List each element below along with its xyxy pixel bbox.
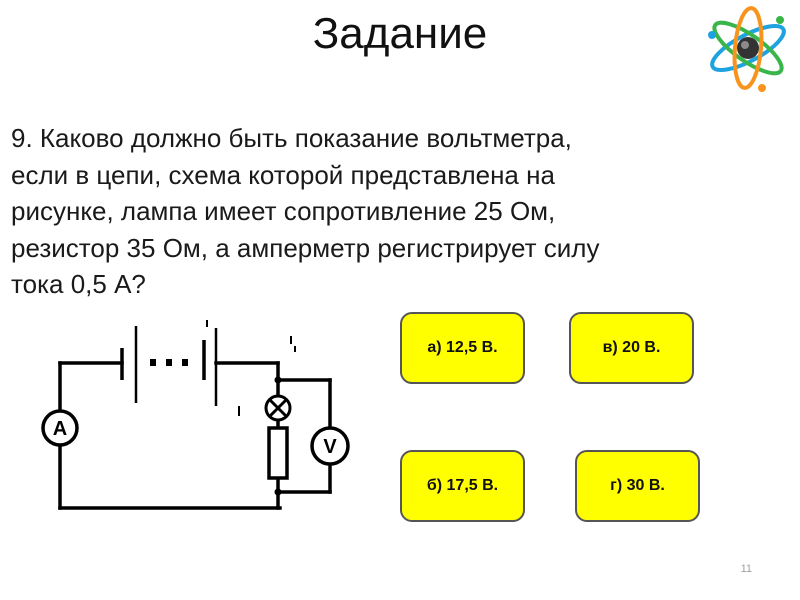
question-line: резистор 35 Ом, а амперметр регистрирует…	[11, 232, 600, 263]
svg-text:V: V	[323, 436, 337, 458]
voltmeter-icon: V	[310, 426, 350, 466]
question-text: 9. Каково должно быть показание вольтмет…	[11, 120, 751, 303]
answer-a-button[interactable]: а) 12,5 В.	[400, 312, 525, 384]
question-line: если в цепи, схема которой представлена …	[11, 159, 555, 190]
page-title: Задание	[312, 9, 488, 58]
ammeter-icon: A	[41, 409, 79, 447]
resistor-icon	[267, 426, 289, 480]
circuit-diagram: A V	[41, 320, 350, 510]
battery-icon	[120, 326, 218, 406]
page-number: 11	[740, 563, 752, 575]
lamp-icon	[264, 394, 292, 422]
answer-v-button[interactable]: в) 20 В.	[569, 312, 694, 384]
svg-text:A: A	[53, 418, 67, 440]
question-line: 9. Каково должно быть показание вольтмет…	[11, 123, 572, 153]
question-line: тока 0,5 А?	[11, 269, 146, 299]
answer-g-button[interactable]: г) 30 В.	[575, 450, 700, 522]
answer-b-button[interactable]: б) 17,5 В.	[400, 450, 525, 522]
atom-icon	[708, 6, 786, 92]
question-line: рисунке, лампа имеет сопротивление 25 Ом…	[11, 196, 556, 226]
